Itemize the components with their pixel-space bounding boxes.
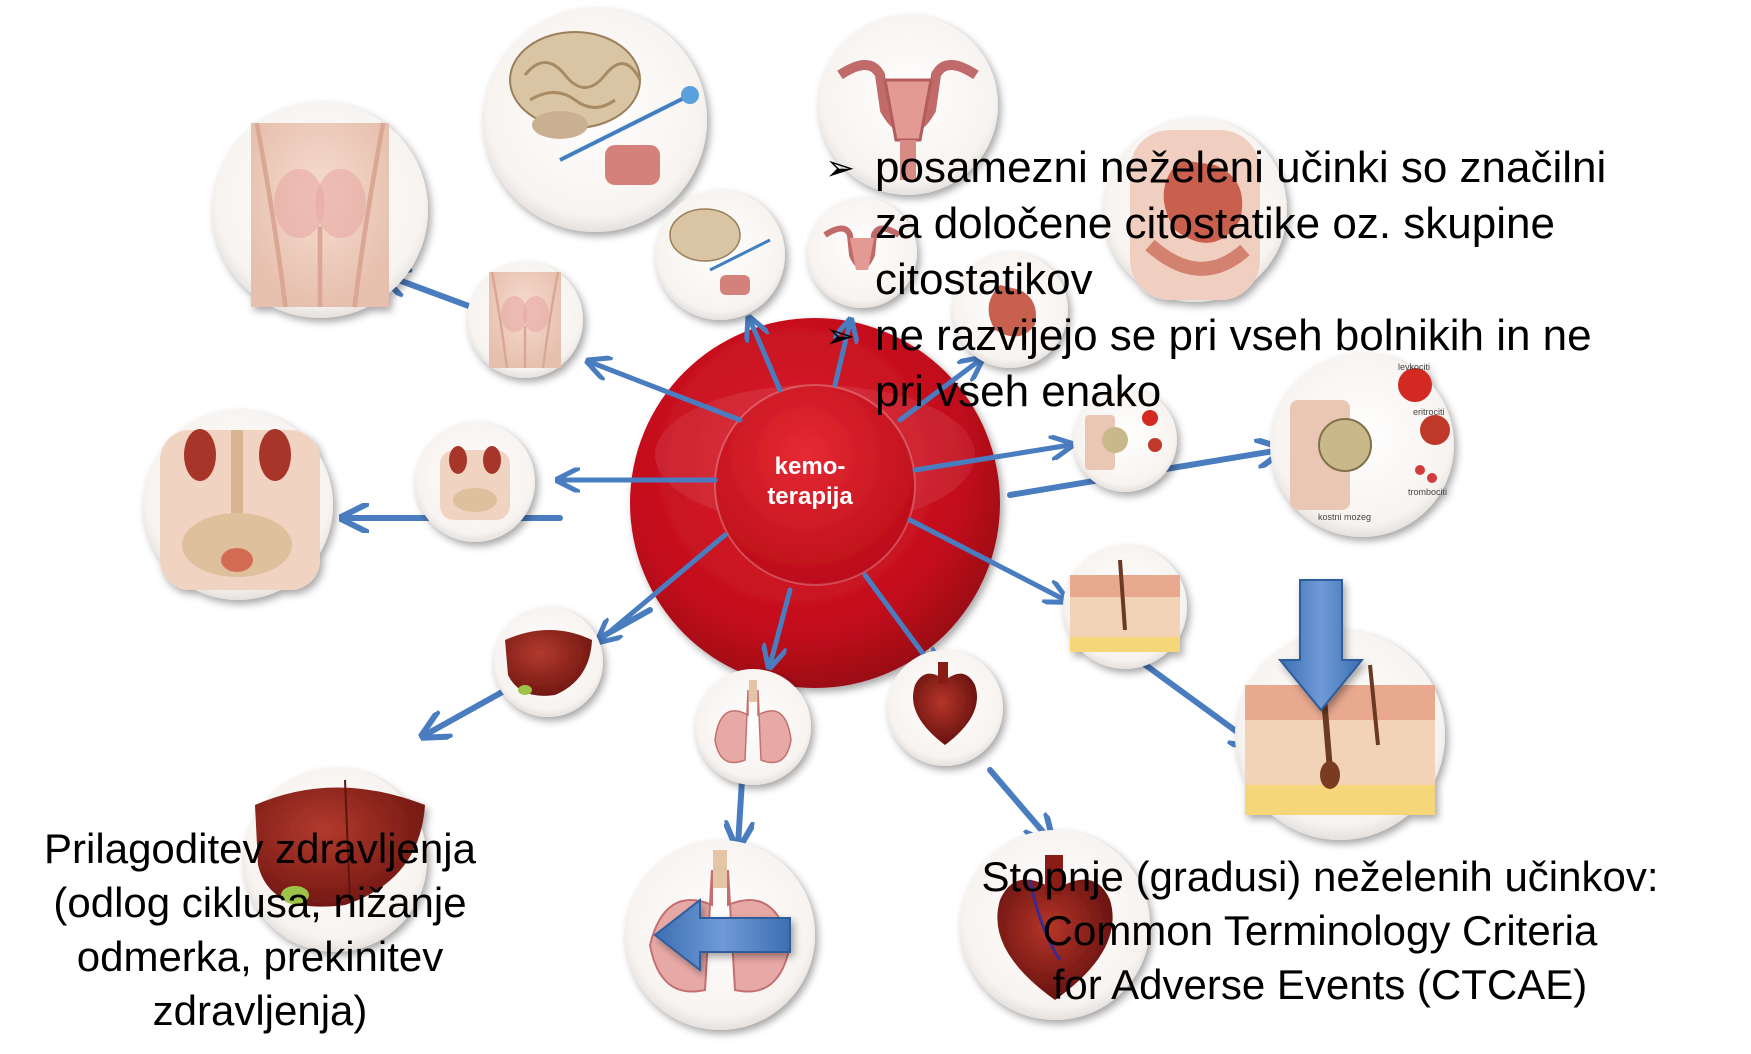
bubble-skin-layer-small: [1063, 545, 1187, 669]
text-line: Stopnje (gradusi) neželenih učinkov:: [905, 850, 1735, 904]
hub-label: kemo- terapija: [715, 452, 905, 512]
bullet-list: ➢ posamezni neželeni učinki so značilni …: [880, 140, 1751, 420]
text-line: Common Terminology Criteria: [905, 904, 1735, 958]
bubble-kidney-small: [415, 422, 535, 542]
text-line: odmerka, prekinitev: [0, 930, 520, 984]
bubble-skin-rash-large: [212, 102, 428, 318]
bubble-lungs-small: [695, 669, 811, 785]
hub-label-line1: kemo-: [715, 452, 905, 482]
hub-label-line2: terapija: [715, 482, 905, 512]
hips-skin-icon: [489, 272, 561, 368]
bullet-text: ne razvijejo se pri vseh bolnikih in ne: [875, 308, 1592, 364]
bubble-liver-small: [493, 607, 603, 717]
bullet-text: za določene citostatike oz. skupine: [875, 196, 1606, 252]
arrow-to-heart-large: [990, 770, 1050, 840]
bullet-text: posamezni neželeni učinki so značilni: [875, 140, 1606, 196]
bullet-item: ➢ posamezni neželeni učinki so značilni …: [880, 140, 1751, 308]
hips-skin-icon: [251, 123, 389, 307]
treatment-adjustment-text: Prilagoditev zdravljenja (odlog ciklusa,…: [0, 822, 520, 1038]
bullet-text: citostatikov: [875, 252, 1606, 308]
kidney-icon: [160, 429, 320, 590]
kidney-icon: [440, 446, 510, 520]
bubble-nerve-large: [483, 8, 707, 232]
bullet-arrow-icon: ➢: [825, 140, 875, 196]
bubble-skin-rash-small: [467, 262, 583, 378]
text-line: for Adverse Events (CTCAE): [905, 958, 1735, 1012]
bubble-nerve-small: [655, 190, 785, 320]
label-thrombocytes: trombociti: [1408, 487, 1447, 497]
ctcae-text: Stopnje (gradusi) neželenih učinkov: Com…: [905, 850, 1735, 1012]
label-marrow: kostni mozeg: [1318, 512, 1371, 522]
text-line: Prilagoditev zdravljenja: [0, 822, 520, 876]
bubble-heart-small: [887, 650, 1003, 766]
bullet-text: pri vseh enako: [875, 364, 1592, 420]
text-line: (odlog ciklusa, nižanje: [0, 876, 520, 930]
bullet-item: ➢ ne razvijejo se pri vseh bolnikih in n…: [880, 308, 1751, 420]
arrow-to-lungs-large: [738, 780, 742, 845]
bubble-kidney-large: [143, 410, 333, 600]
text-line: zdravljenja): [0, 984, 520, 1038]
bullet-arrow-icon: ➢: [825, 308, 875, 364]
